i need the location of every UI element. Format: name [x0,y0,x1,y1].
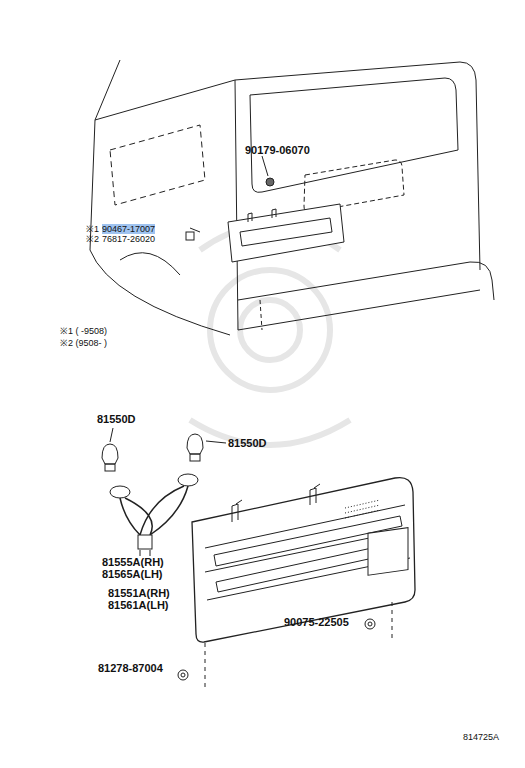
clips [178,602,392,690]
license-garnish [186,204,344,262]
van-body [90,60,494,335]
garnish-panel [192,478,415,643]
part-number: 81550D [228,437,267,449]
bulbs-sockets [102,428,226,556]
part-number: 81565A(LH) [102,568,163,580]
watermark [190,225,350,445]
part-number: 814725A [463,732,499,742]
part-number: ※1 [86,224,99,234]
part-number: 90467-17007 [102,224,155,234]
nut [262,156,274,186]
part-number: 90179-06070 [245,144,310,156]
part-number: ※1 ( -9508) [60,326,107,336]
part-number: 81561A(LH) [108,599,169,611]
part-number: ※2 (9508- ) [60,338,107,348]
part-number: 81278-87004 [98,662,163,674]
part-number: ※2 [86,234,99,244]
part-number: 81550D [97,413,136,425]
part-number: 90075-22505 [284,616,349,628]
part-number: 81551A(RH) [108,587,170,599]
part-number: 76817-26020 [102,234,155,244]
part-number: 81555A(RH) [102,556,164,568]
